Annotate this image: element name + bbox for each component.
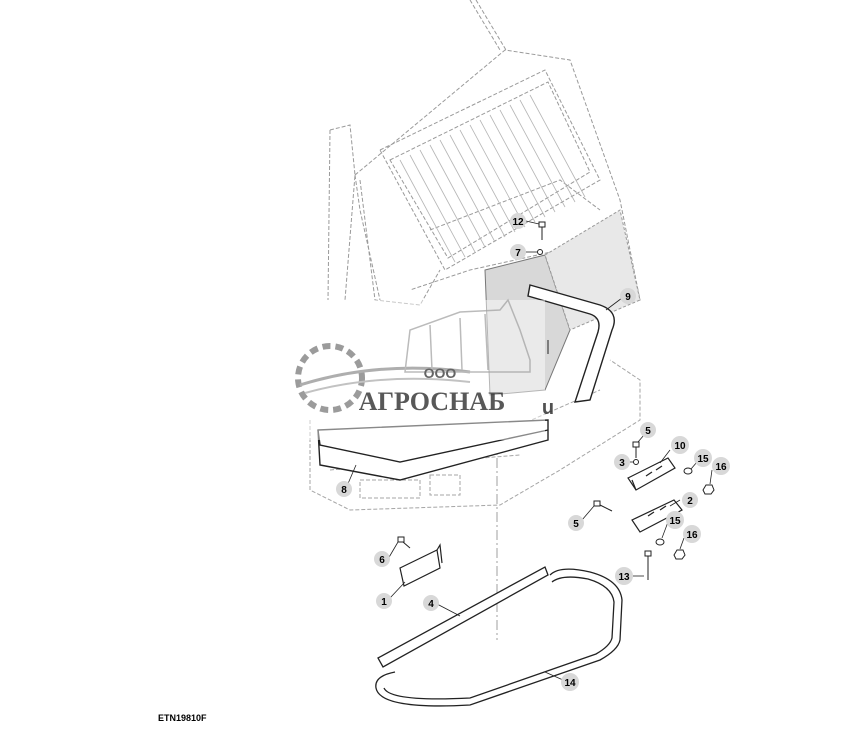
svg-text:u: u bbox=[542, 397, 554, 419]
radiator-core-fins bbox=[399, 94, 586, 263]
callout-15-lower: 15 bbox=[666, 511, 684, 529]
svg-text:16: 16 bbox=[715, 462, 727, 473]
callout-12: 12 bbox=[510, 213, 526, 229]
svg-text:6: 6 bbox=[379, 555, 385, 566]
seal-9 bbox=[527, 284, 615, 403]
svg-text:10: 10 bbox=[674, 441, 686, 452]
callout-16-upper: 16 bbox=[712, 457, 730, 475]
svg-text:7: 7 bbox=[515, 248, 521, 259]
callout-3: 3 bbox=[614, 454, 630, 470]
svg-text:1: 1 bbox=[381, 597, 387, 608]
svg-text:3: 3 bbox=[619, 458, 625, 469]
seal-loop-14 bbox=[375, 568, 623, 707]
svg-text:16: 16 bbox=[686, 530, 698, 541]
bracket-10 bbox=[627, 457, 676, 491]
svg-text:15: 15 bbox=[669, 516, 681, 527]
callout-4: 4 bbox=[423, 595, 439, 611]
callout-9: 9 bbox=[620, 288, 636, 304]
svg-text:14: 14 bbox=[564, 678, 576, 689]
figure-id: ETN19810F bbox=[158, 713, 207, 723]
svg-text:4: 4 bbox=[428, 599, 434, 610]
callout-16-lower: 16 bbox=[683, 525, 701, 543]
callout-5-upper: 5 bbox=[640, 422, 656, 438]
svg-text:8: 8 bbox=[341, 485, 347, 496]
fasteners bbox=[397, 221, 715, 580]
seal-8 bbox=[317, 419, 549, 481]
callout-5-lower: 5 bbox=[568, 515, 584, 531]
svg-text:5: 5 bbox=[573, 519, 579, 530]
callout-1: 1 bbox=[376, 593, 392, 609]
callout-6: 6 bbox=[374, 551, 390, 567]
gear-logo-icon bbox=[295, 343, 365, 413]
svg-text:АГРОСНАБ: АГРОСНАБ bbox=[359, 387, 506, 416]
callout-2: 2 bbox=[682, 492, 698, 508]
callout-8: 8 bbox=[336, 481, 352, 497]
callout-13: 13 bbox=[615, 567, 633, 585]
watermark: ООО АГРОСНАБ u bbox=[275, 298, 554, 440]
svg-text:13: 13 bbox=[618, 572, 630, 583]
svg-text:12: 12 bbox=[512, 217, 524, 228]
svg-text:ООО: ООО bbox=[424, 365, 457, 381]
bracket-1 bbox=[399, 543, 443, 587]
svg-text:9: 9 bbox=[625, 292, 631, 303]
callout-10: 10 bbox=[671, 436, 689, 454]
bracket-2 bbox=[631, 499, 683, 533]
callout-15-upper: 15 bbox=[694, 449, 712, 467]
seal-strip-4 bbox=[377, 566, 549, 668]
callout-7: 7 bbox=[510, 244, 526, 260]
harvester-icon bbox=[404, 298, 531, 373]
callouts: 12 7 9 5 10 3 15 16 2 5 15 16 8 6 1 4 13… bbox=[336, 213, 730, 691]
svg-text:15: 15 bbox=[697, 454, 709, 465]
callout-14: 14 bbox=[561, 673, 579, 691]
svg-text:2: 2 bbox=[687, 496, 693, 507]
svg-text:5: 5 bbox=[645, 426, 651, 437]
